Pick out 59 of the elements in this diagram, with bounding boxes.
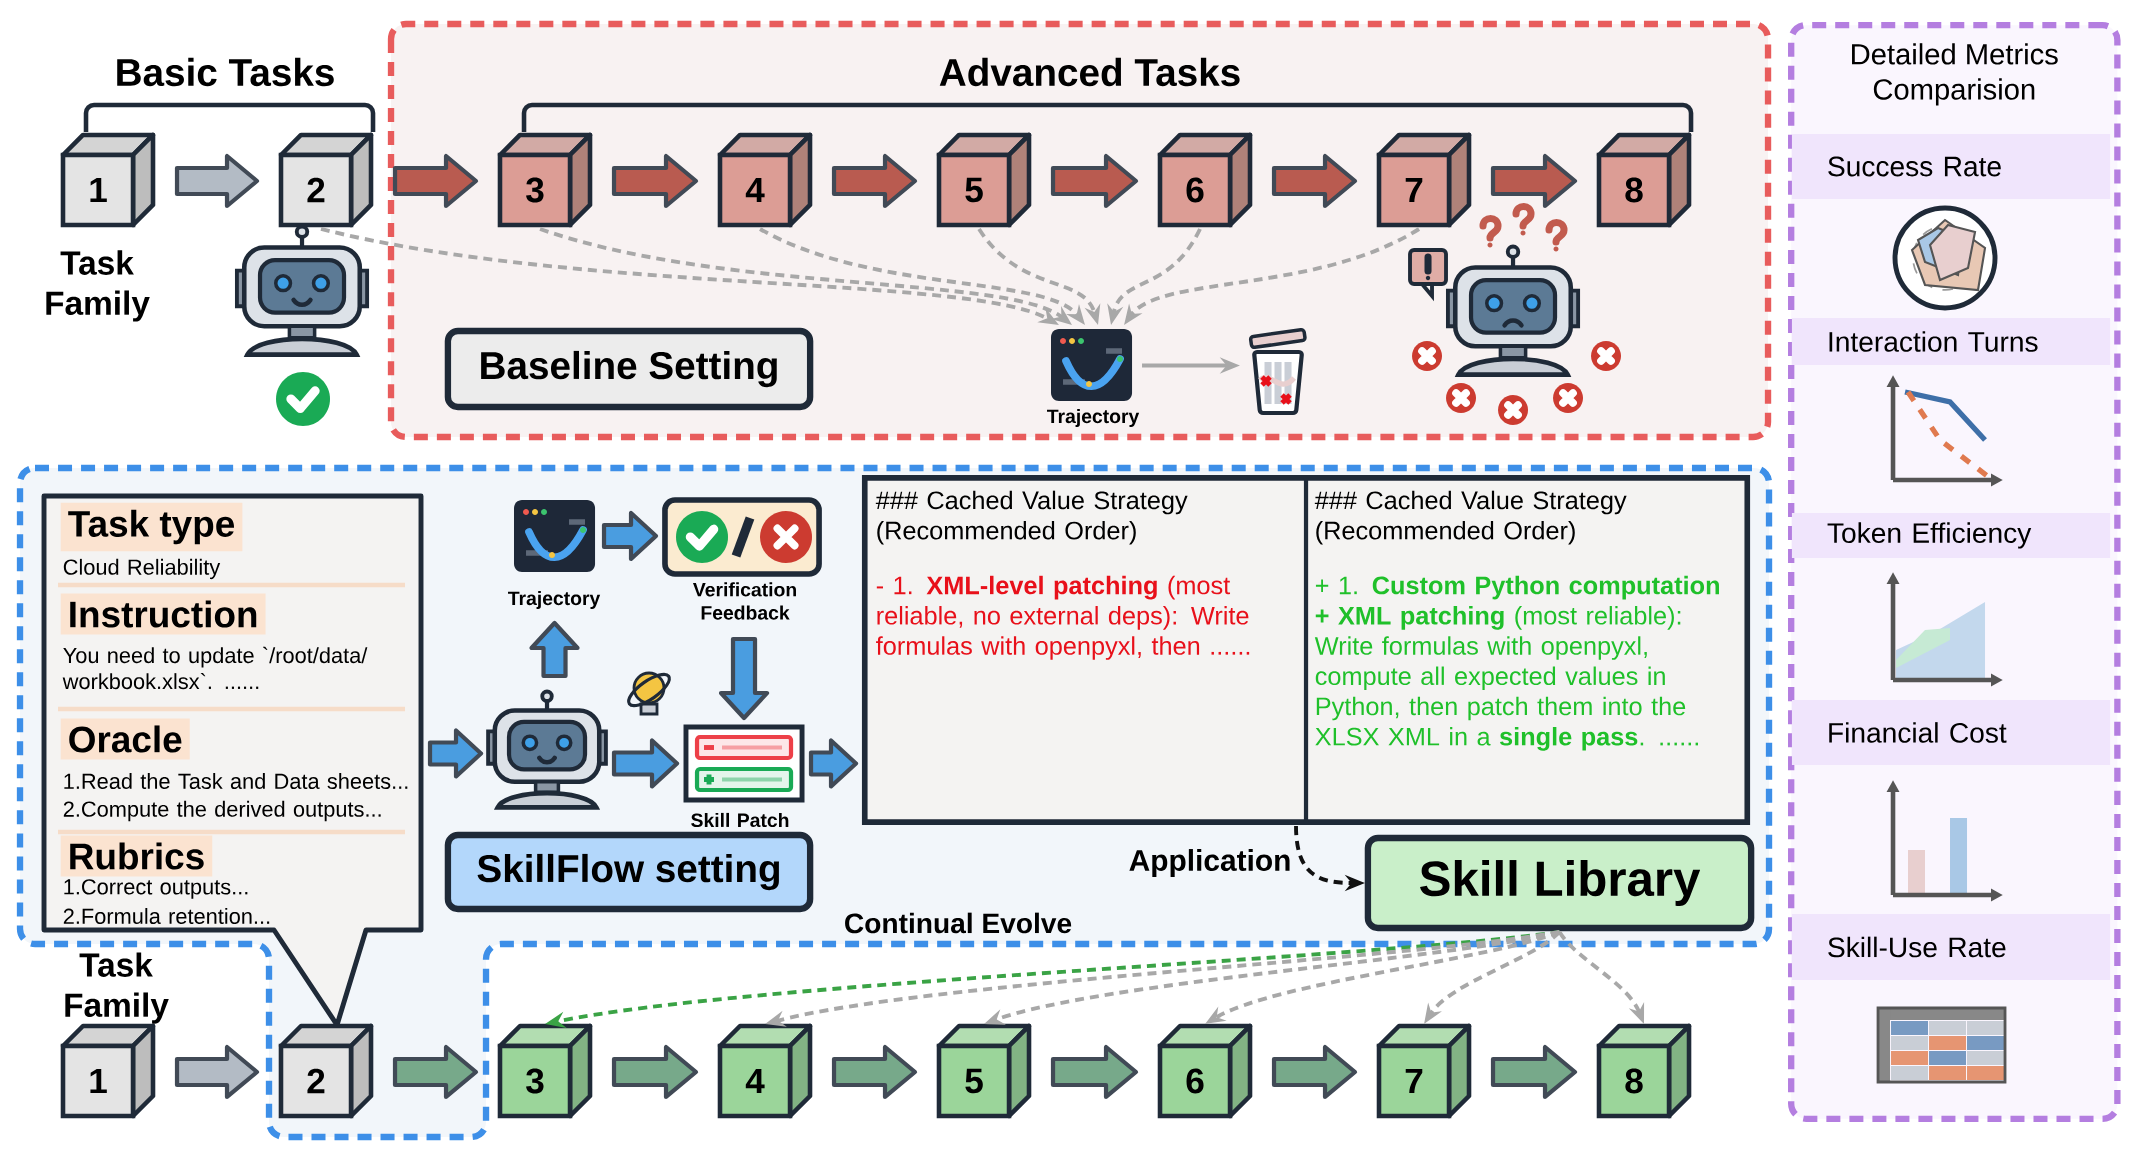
library-box: Skill Library bbox=[1364, 834, 1755, 932]
block-arrow bbox=[1490, 153, 1578, 209]
edge-label: Application bbox=[1125, 845, 1295, 881]
metric-band: Financial Cost bbox=[1791, 700, 2111, 765]
block-arrow bbox=[808, 738, 859, 789]
block-arrow bbox=[831, 1044, 918, 1100]
metric-band: Skill-Use Rate bbox=[1791, 914, 2111, 980]
cube: 8 bbox=[1596, 132, 1692, 228]
block-arrow bbox=[1490, 1044, 1578, 1100]
block-arrow bbox=[1050, 1044, 1139, 1100]
node-label: Verification Feedback bbox=[693, 582, 796, 620]
metric-band: Token Efficiency bbox=[1791, 513, 2111, 558]
section-title: Continual Evolve bbox=[845, 912, 1072, 934]
cube: 3 bbox=[497, 1023, 593, 1119]
setting-box: Baseline Setting bbox=[444, 327, 814, 411]
block-arrow bbox=[1271, 1044, 1358, 1100]
cube: 6 bbox=[1157, 132, 1253, 228]
cube: 5 bbox=[936, 132, 1032, 228]
block-arrow bbox=[392, 153, 479, 209]
block-arrow bbox=[1050, 153, 1139, 209]
block-arrow bbox=[611, 738, 680, 789]
cube: 7 bbox=[1376, 1023, 1472, 1119]
cube: 7 bbox=[1376, 132, 1472, 228]
block-arrow bbox=[427, 728, 484, 779]
block-arrow bbox=[718, 636, 770, 721]
cube: 1 bbox=[60, 132, 156, 228]
robot-drawing bbox=[486, 689, 608, 810]
table-cell: ### Cached Value Strategy (Recommended Order) + 1. Custom Python computation + XML patching (most reliable): Write formulas with openpyxl, compute all expected values in Python, then patch them into the XLSX XML in a single pass. ...... bbox=[1314, 490, 1719, 751]
block-arrow bbox=[1271, 153, 1358, 209]
metric-band: Interaction Turns bbox=[1791, 318, 2111, 365]
node-label: Skill Patch bbox=[691, 812, 789, 828]
setting-box: SkillFlow setting bbox=[444, 831, 814, 913]
cube: 6 bbox=[1157, 1023, 1253, 1119]
node-label: Trajectory bbox=[1047, 409, 1140, 427]
cube: 8 bbox=[1596, 1023, 1692, 1119]
block-arrow bbox=[392, 1044, 479, 1100]
trash-icon bbox=[1248, 327, 1307, 416]
cube: 2 bbox=[278, 1023, 374, 1119]
cube: 3 bbox=[497, 132, 593, 228]
node-label: Task Family bbox=[46, 250, 150, 322]
node-label: Task Family bbox=[65, 952, 169, 1024]
block-arrow bbox=[174, 153, 260, 209]
cube: 5 bbox=[936, 1023, 1032, 1119]
cube: 2 bbox=[278, 132, 374, 228]
block-arrow bbox=[831, 153, 918, 209]
block-arrow bbox=[601, 510, 659, 562]
node-label: Trajectory bbox=[508, 591, 601, 609]
block-arrow bbox=[529, 620, 580, 679]
cube: 4 bbox=[717, 132, 813, 228]
section-title: Basic Tasks bbox=[117, 57, 334, 87]
cube: 1 bbox=[60, 1023, 156, 1119]
text-table bbox=[861, 475, 1751, 825]
block-arrow bbox=[174, 1044, 260, 1100]
table-cell: ### Cached Value Strategy (Recommended Order) - 1. XML-level patching (most reliable, no external deps): Write formulas with openpyxl, then ...... bbox=[875, 490, 1250, 660]
block-arrow bbox=[611, 153, 699, 209]
block-arrow bbox=[611, 1044, 699, 1100]
metric-band: Success Rate bbox=[1791, 134, 2111, 199]
cube: 4 bbox=[717, 1023, 813, 1119]
section-title: Advanced Tasks bbox=[939, 57, 1240, 87]
